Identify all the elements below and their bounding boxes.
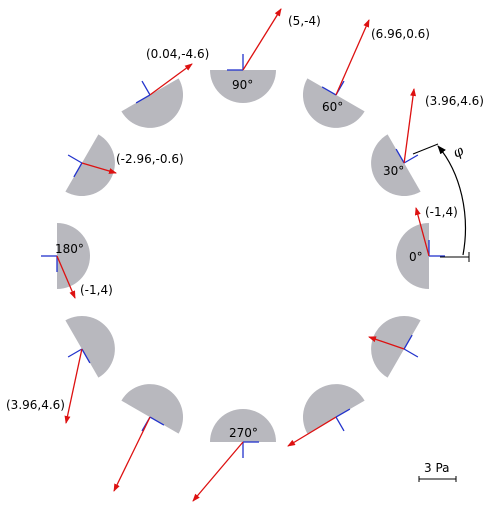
tangent-axis-210 (81, 348, 91, 364)
angle-label-60: 60° (322, 100, 343, 114)
vector-label-0: (-1,4) (425, 205, 458, 219)
sector-240 (121, 384, 184, 434)
tangent-axis-150 (73, 162, 83, 178)
stress-arrow-240 (113, 416, 151, 492)
sector-270 (210, 409, 276, 442)
stress-vector-group (56, 8, 430, 502)
stress-arrow-120 (149, 63, 193, 96)
sector-180 (57, 223, 90, 289)
local-axes-group (41, 54, 445, 458)
sector-60 (302, 78, 365, 128)
phi-arc (437, 145, 467, 256)
angle-label-90: 90° (232, 78, 253, 92)
stress-arrow-270 (192, 441, 244, 502)
tangent-axis-120 (135, 94, 151, 104)
normal-axis-120 (141, 80, 151, 96)
vector-label-60: (6.96,0.6) (371, 27, 430, 41)
angle-label-180: 180° (55, 242, 84, 256)
normal-axis-330 (403, 348, 419, 358)
vector-label-90: (5,-4) (288, 14, 321, 28)
scale-bar: 3 Pa (418, 461, 457, 482)
normal-axis-300 (335, 416, 345, 432)
sector-0 (396, 223, 429, 289)
normal-axis-30 (403, 154, 419, 164)
stress-arrow-300 (287, 416, 337, 447)
stress-arrow-90 (242, 8, 282, 71)
sector-300 (302, 384, 365, 434)
vector-label-120: (0.04,-4.6) (146, 47, 209, 61)
stress-arrow-210 (64, 348, 83, 424)
stress-arrow-30 (403, 88, 417, 164)
sector-90 (210, 70, 276, 103)
tangent-axis-30 (395, 148, 405, 164)
phi-symbol: φ (450, 143, 466, 162)
vector-label-180: (-1,4) (80, 283, 113, 297)
stress-arrow-150 (81, 162, 117, 174)
stress-arrow-60 (335, 19, 370, 96)
sector-120 (121, 78, 184, 128)
vector-label-150: (-2.96,-0.6) (116, 152, 184, 166)
sector-group (57, 70, 429, 442)
normal-axis-150 (67, 154, 83, 164)
sector-210 (65, 315, 115, 378)
vector-label-210: (3.96,4.6) (6, 398, 65, 412)
normal-axis-210 (67, 348, 83, 358)
tangent-axis-330 (403, 334, 413, 350)
sector-30 (371, 134, 421, 197)
stress-arrow-180 (56, 255, 76, 299)
scale-label: 3 Pa (424, 461, 450, 475)
angle-label-30: 30° (383, 164, 404, 178)
phi-ray (412, 143, 439, 155)
tangent-axis-240 (149, 416, 165, 426)
stress-arrow-330 (368, 336, 405, 350)
tangent-axis-60 (321, 86, 337, 96)
angle-label-0: 0° (409, 250, 423, 264)
tangent-axis-300 (335, 408, 351, 418)
stress-arrow-0 (414, 207, 430, 257)
vector-label-30: (3.96,4.6) (425, 94, 484, 108)
angle-label-270: 270° (229, 426, 258, 440)
